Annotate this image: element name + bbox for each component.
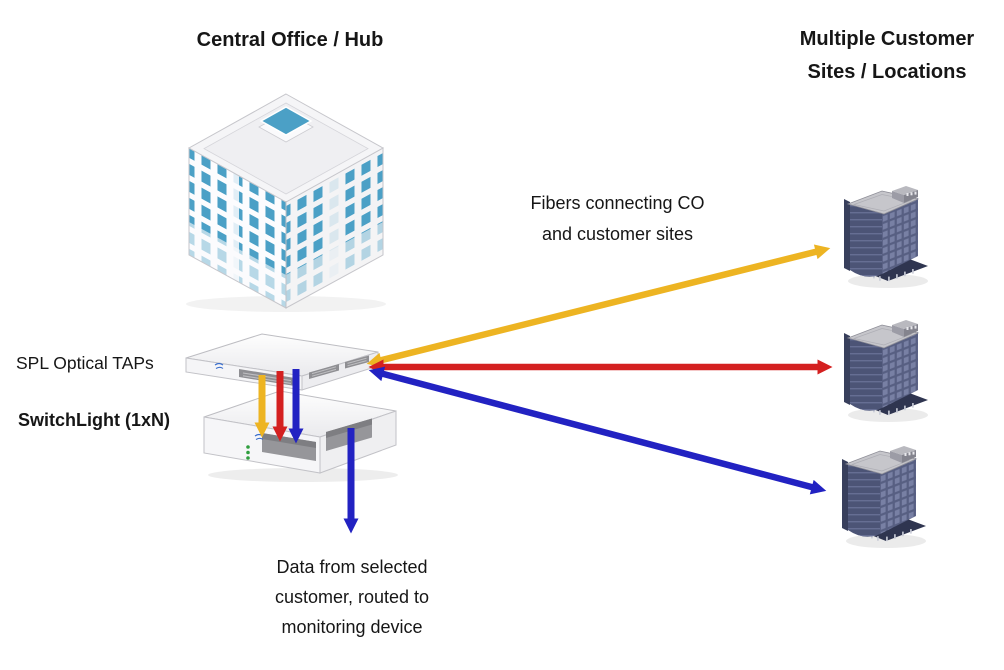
fiber-arrow-yellow <box>366 244 831 368</box>
fibers-note-line2: and customer sites <box>541 224 694 244</box>
vendor-logo <box>214 362 224 369</box>
customer-building <box>844 186 928 288</box>
customer-building <box>842 446 926 548</box>
monitor-note: Data from selected customer, routed to m… <box>242 552 462 642</box>
left-face-lower-band <box>189 222 286 308</box>
right-face-lower-band <box>286 222 383 308</box>
tap-device-label: SPL Optical TAPs <box>16 353 154 373</box>
customer-building-illustration-2 <box>840 318 932 424</box>
tap-port-slot-mid <box>309 364 339 379</box>
fibers-note: Fibers connecting CO and customer sites <box>500 188 735 250</box>
customer-sites-title: Multiple Customer Sites / Locations <box>770 23 1004 89</box>
central-office-building-illustration <box>186 93 386 312</box>
customer-sites-title-line1: Multiple Customer <box>799 28 975 50</box>
optical-tap-device-illustration <box>185 333 379 391</box>
central-office-title: Central Office / Hub <box>196 29 384 51</box>
monitor-note-line1: Data from selected <box>276 557 428 577</box>
monitor-note-line3: monitoring device <box>281 617 423 637</box>
fibers-note-line1: Fibers connecting CO <box>530 193 705 213</box>
customer-sites-title-line2: Sites / Locations <box>807 61 967 83</box>
roof-parapet <box>203 102 369 195</box>
customer-building-illustration-1 <box>840 184 932 290</box>
skylight-glass <box>259 106 313 136</box>
switchlight-device-label: SwitchLight (1xN) <box>18 410 170 430</box>
tap-port-slot-right <box>345 355 369 369</box>
customer-building <box>844 320 928 422</box>
monitor-note-line2: customer, routed to <box>274 587 430 607</box>
switchlight-device-illustration <box>203 390 398 482</box>
customer-building-illustration-3 <box>838 444 930 550</box>
status-leds <box>246 445 250 460</box>
fiber-arrow-blue <box>368 366 827 495</box>
